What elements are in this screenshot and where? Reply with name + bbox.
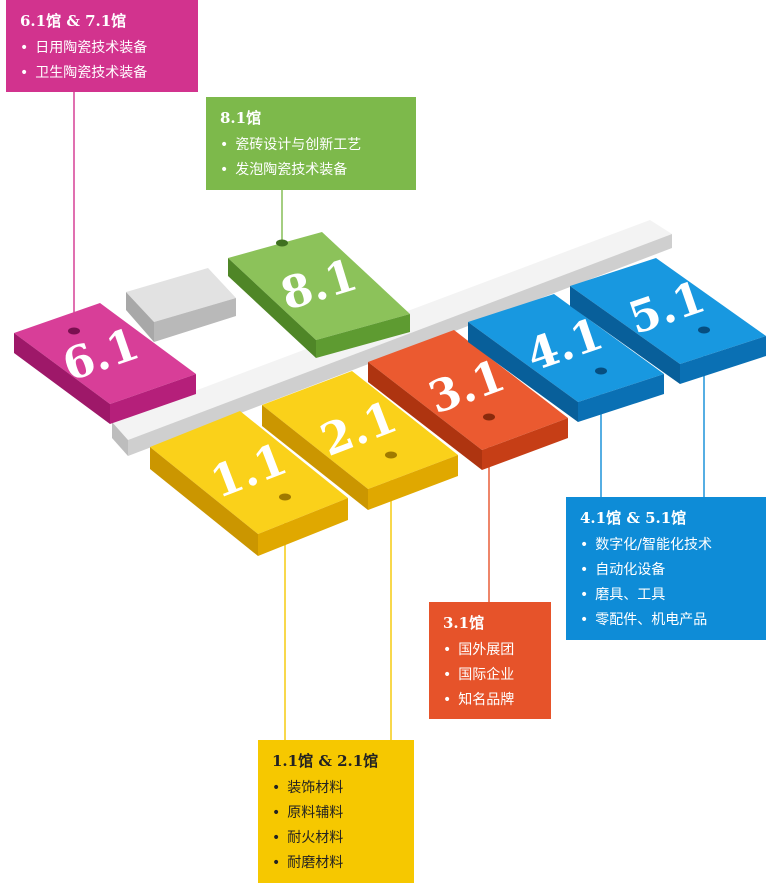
info-list: 数字化/智能化技术 自动化设备 磨具、工具 零配件、机电产品 xyxy=(580,533,754,633)
hall-8-1[interactable]: 8.1 xyxy=(228,232,410,358)
gray-block xyxy=(126,268,236,342)
info-title: 4.1馆 & 5.1馆 xyxy=(580,509,687,527)
info-item: 耐磨材料 xyxy=(272,851,402,876)
anchor-dot-1-1 xyxy=(279,493,291,501)
hall-5-1[interactable]: 5.1 xyxy=(570,258,766,384)
info-list: 日用陶瓷技术装备 卫生陶瓷技术装备 xyxy=(20,36,186,86)
info-box-1-1-2-1: 1.1馆 & 2.1馆 装饰材料 原料辅料 耐火材料 耐磨材料 xyxy=(258,740,414,883)
info-item: 装饰材料 xyxy=(272,776,402,801)
anchor-dot-4-1 xyxy=(595,367,607,375)
info-box-4-1-5-1: 4.1馆 & 5.1馆 数字化/智能化技术 自动化设备 磨具、工具 零配件、机电… xyxy=(566,497,766,640)
info-list: 国外展团 国际企业 知名品牌 xyxy=(443,638,539,713)
info-item: 发泡陶瓷技术装备 xyxy=(220,158,404,183)
info-item: 国际企业 xyxy=(443,663,539,688)
info-item: 数字化/智能化技术 xyxy=(580,533,754,558)
info-title: 8.1馆 xyxy=(220,109,262,127)
hall-1-1[interactable]: 1.1 xyxy=(150,411,348,556)
info-title: 3.1馆 xyxy=(443,614,485,632)
anchor-dot-8-1 xyxy=(276,239,288,247)
info-item: 国外展团 xyxy=(443,638,539,663)
info-item: 知名品牌 xyxy=(443,688,539,713)
anchor-dot-5-1 xyxy=(698,326,710,334)
anchor-dot-6-1 xyxy=(68,327,80,335)
info-title: 1.1馆 & 2.1馆 xyxy=(272,752,379,770)
info-item: 自动化设备 xyxy=(580,558,754,583)
anchor-dots xyxy=(68,239,710,501)
info-item: 卫生陶瓷技术装备 xyxy=(20,61,186,86)
info-item: 耐火材料 xyxy=(272,826,402,851)
anchor-dot-2-1 xyxy=(385,451,397,459)
info-box-3-1: 3.1馆 国外展团 国际企业 知名品牌 xyxy=(429,602,551,719)
info-item: 原料辅料 xyxy=(272,801,402,826)
info-list: 瓷砖设计与创新工艺 发泡陶瓷技术装备 xyxy=(220,133,404,183)
info-box-8-1: 8.1馆 瓷砖设计与创新工艺 发泡陶瓷技术装备 xyxy=(206,97,416,190)
hall-4-1[interactable]: 4.1 xyxy=(468,294,664,422)
info-item: 日用陶瓷技术装备 xyxy=(20,36,186,61)
hall-3-1[interactable]: 3.1 xyxy=(368,330,568,470)
anchor-dot-3-1 xyxy=(483,413,495,421)
info-box-6-1-7-1: 6.1馆 & 7.1馆 日用陶瓷技术装备 卫生陶瓷技术装备 xyxy=(6,0,198,92)
info-list: 装饰材料 原料辅料 耐火材料 耐磨材料 xyxy=(272,776,402,876)
hall-2-1[interactable]: 2.1 xyxy=(262,371,458,510)
info-item: 磨具、工具 xyxy=(580,583,754,608)
info-title: 6.1馆 & 7.1馆 xyxy=(20,12,127,30)
info-item: 瓷砖设计与创新工艺 xyxy=(220,133,404,158)
info-item: 零配件、机电产品 xyxy=(580,608,754,633)
